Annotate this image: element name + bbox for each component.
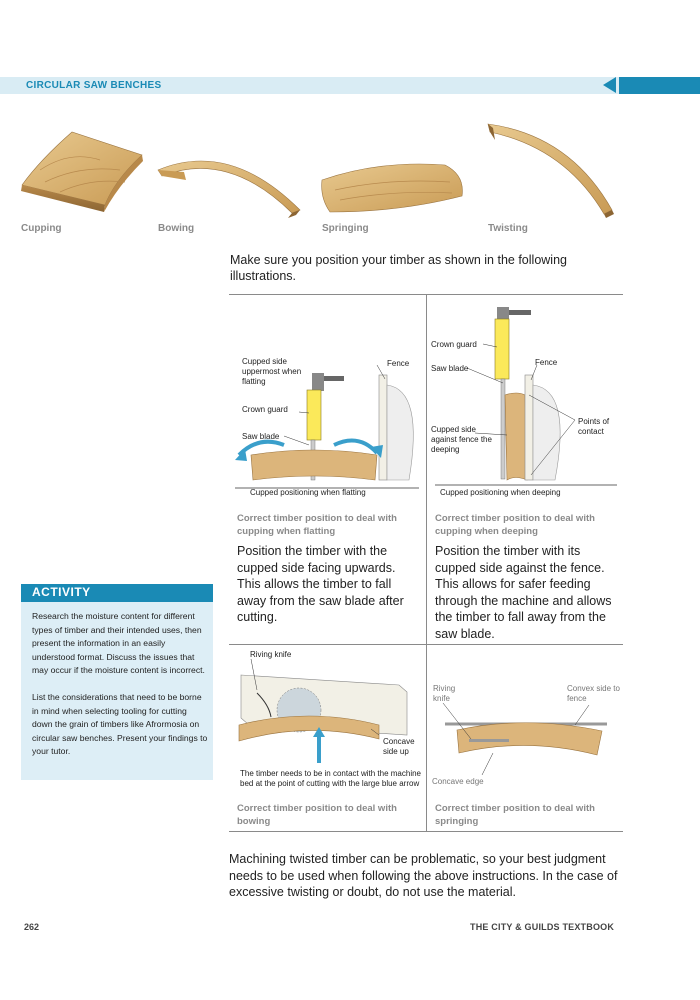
deeping-diagram <box>435 307 617 486</box>
activity-paragraph-2: List the considerations that need to be … <box>32 691 208 757</box>
activity-paragraph-1: Research the moisture content for differ… <box>32 611 205 676</box>
activity-header <box>21 584 213 602</box>
bowing-diagram <box>238 658 408 763</box>
label-cupped-side-uppermost: Cupped side uppermost when flatting <box>242 357 302 386</box>
cupping-illustration <box>21 123 614 218</box>
header-accent-block <box>619 77 700 94</box>
defect-label-springing: Springing <box>322 223 369 234</box>
activity-text: Research the moisture content for differ… <box>32 610 208 772</box>
caption-cupping-flatting: Correct timber position to deal with cup… <box>237 513 397 537</box>
label-fence: Fence <box>387 359 410 368</box>
body-text-deeping: Position the timber with its cupped side… <box>435 544 612 641</box>
flatting-diagram <box>235 364 419 489</box>
label-points-of-contact: Points of contact <box>578 417 610 436</box>
body-text-flatting: Position the timber with the cupped side… <box>237 544 404 624</box>
label-saw-blade: Saw blade <box>242 432 280 441</box>
activity-title: ACTIVITY <box>32 585 91 599</box>
caption-bowing: Correct timber position to deal with bow… <box>237 803 397 827</box>
label-crown-guard: Crown guard <box>242 405 288 414</box>
grid-rule-middle <box>229 644 623 645</box>
label-convex-side-to-fence: Convex side to fence <box>567 684 620 703</box>
label-bowing-note: The timber needs to be in contact with t… <box>240 769 421 788</box>
defect-label-bowing: Bowing <box>158 223 195 234</box>
section-header-bar <box>0 77 700 94</box>
intro-text: Make sure you position your timber as sh… <box>230 253 567 283</box>
page-number: 262 <box>24 922 40 932</box>
diagram-caption-flatting: Cupped positioning when flatting <box>250 488 366 497</box>
grid-rule-bottom <box>229 831 623 832</box>
label-riving-knife-bowing: Riving knife <box>250 650 292 659</box>
label-concave-edge: Concave edge <box>432 777 484 786</box>
section-title: CIRCULAR SAW BENCHES <box>26 80 162 91</box>
label-saw-blade-deeping: Saw blade <box>431 364 469 373</box>
label-fence-deeping: Fence <box>535 358 558 367</box>
activity-box <box>21 584 213 780</box>
label-concave-side-up: Concave side up <box>383 737 415 756</box>
triangle-left-icon <box>603 77 616 93</box>
label-riving-knife-springing: Riving knife <box>433 684 456 703</box>
label-crown-guard-deeping: Crown guard <box>431 340 477 349</box>
caption-cupping-deeping: Correct timber position to deal with cup… <box>435 513 595 537</box>
defect-label-cupping: Cupping <box>21 223 62 234</box>
book-title: THE CITY & GUILDS TEXTBOOK <box>470 922 615 932</box>
grid-divider-vertical <box>426 294 427 831</box>
defect-label-twisting: Twisting <box>488 223 528 234</box>
diagram-caption-deeping: Cupped positioning when deeping <box>440 488 561 497</box>
springing-diagram <box>442 702 607 776</box>
twisted-timber-paragraph: Machining twisted timber can be problema… <box>229 852 618 899</box>
label-cupped-side-against-fence: Cupped side against fence the deeping <box>431 425 492 454</box>
caption-springing: Correct timber position to deal with spr… <box>435 803 595 827</box>
